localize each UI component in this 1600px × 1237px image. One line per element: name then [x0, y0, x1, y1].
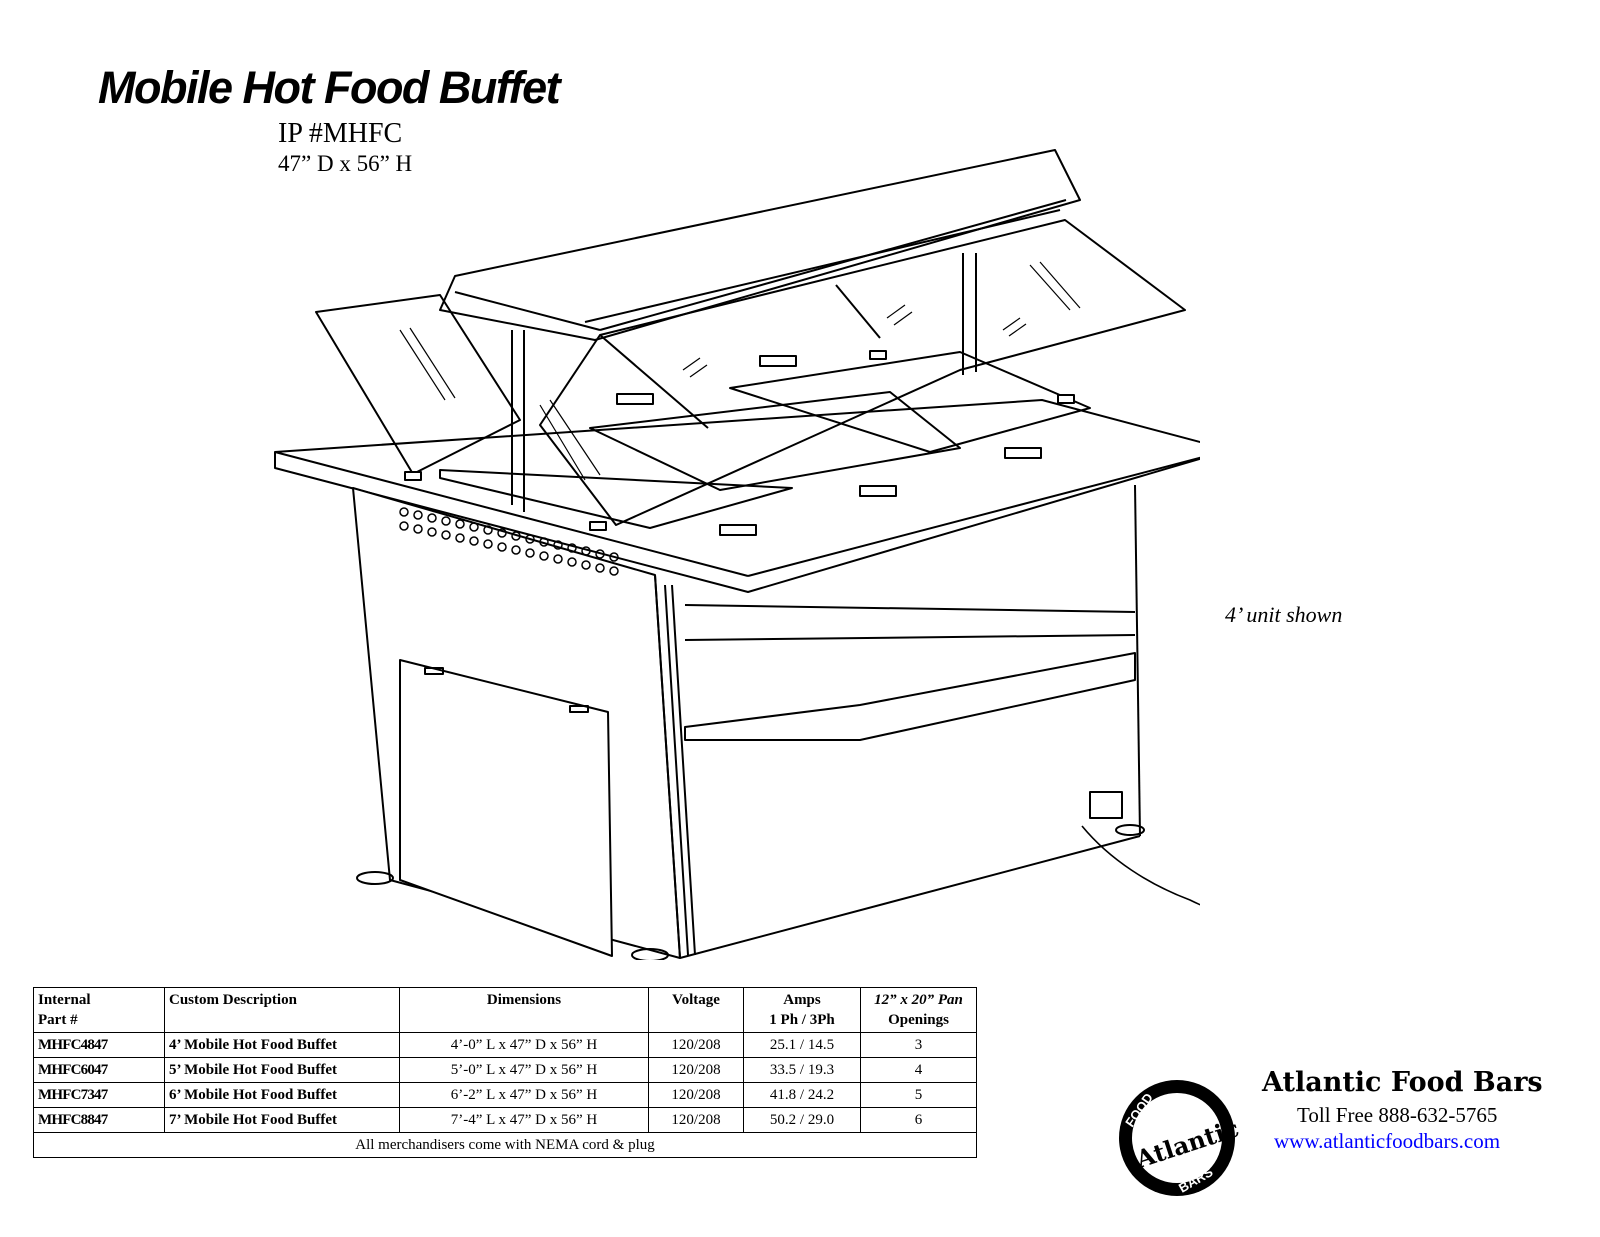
header-part-line1: Internal: [38, 992, 91, 1008]
voltage: 120/208: [648, 1032, 744, 1058]
part-label: IP #MHFC: [278, 118, 403, 149]
table-footer-note: All merchandisers come with NEMA cord & …: [33, 1132, 977, 1158]
header-openings-line1: 12” x 20” Pan: [874, 992, 963, 1008]
part-number: MHFC6047: [33, 1057, 165, 1083]
description: 5’ Mobile Hot Food Buffet: [164, 1057, 400, 1083]
header-part: Internal Part #: [33, 987, 165, 1033]
table-row: MHFC7347 6’ Mobile Hot Food Buffet 6’-2”…: [33, 1082, 977, 1108]
company-website-link[interactable]: www.atlanticfoodbars.com: [1274, 1129, 1501, 1153]
table-header-row: Internal Part # Custom Description Dimen…: [33, 987, 977, 1033]
openings: 3: [860, 1032, 977, 1058]
amps: 41.8 / 24.2: [743, 1082, 861, 1108]
spec-table: Internal Part # Custom Description Dimen…: [33, 987, 977, 1158]
openings: 5: [860, 1082, 977, 1108]
voltage: 120/208: [648, 1107, 744, 1133]
dimensions: 4’-0” L x 47” D x 56” H: [399, 1032, 649, 1058]
size-label: 47” D x 56” H: [278, 151, 413, 176]
openings: 6: [860, 1107, 977, 1133]
header-openings: 12” x 20” Pan Openings: [860, 987, 977, 1033]
table-row: MHFC8847 7’ Mobile Hot Food Buffet 7’-4”…: [33, 1107, 977, 1133]
atlantic-logo: FOOD BARS Atlantic: [1119, 1080, 1242, 1196]
dimensions: 7’-4” L x 47” D x 56” H: [399, 1107, 649, 1133]
table-row: MHFC6047 5’ Mobile Hot Food Buffet 5’-0”…: [33, 1057, 977, 1083]
company-name: Atlantic Food Bars: [1262, 1067, 1543, 1098]
dimensions: 6’-2” L x 47” D x 56” H: [399, 1082, 649, 1108]
page-title: Mobile Hot Food Buffet: [98, 62, 561, 113]
description: 7’ Mobile Hot Food Buffet: [164, 1107, 400, 1133]
dimensions: 5’-0” L x 47” D x 56” H: [399, 1057, 649, 1083]
buffet-illustration: [274, 149, 1200, 960]
header-voltage: Voltage: [648, 987, 744, 1033]
header-amps-line2: 1 Ph / 3Ph: [769, 1012, 835, 1028]
description: 4’ Mobile Hot Food Buffet: [164, 1032, 400, 1058]
table-footer-row: All merchandisers come with NEMA cord & …: [33, 1132, 977, 1158]
header-description: Custom Description: [164, 987, 400, 1033]
company-phone: Toll Free 888-632-5765: [1297, 1103, 1498, 1127]
voltage: 120/208: [648, 1082, 744, 1108]
part-number: MHFC8847: [33, 1107, 165, 1133]
description: 6’ Mobile Hot Food Buffet: [164, 1082, 400, 1108]
header-openings-line2: Openings: [888, 1012, 949, 1028]
openings: 4: [860, 1057, 977, 1083]
part-number: MHFC7347: [33, 1082, 165, 1108]
part-number: MHFC4847: [33, 1032, 165, 1058]
amps: 33.5 / 19.3: [743, 1057, 861, 1083]
voltage: 120/208: [648, 1057, 744, 1083]
unit-shown-note: 4’ unit shown: [1225, 602, 1343, 627]
table-row: MHFC4847 4’ Mobile Hot Food Buffet 4’-0”…: [33, 1032, 977, 1058]
header-dimensions: Dimensions: [399, 987, 649, 1033]
header-amps-line1: Amps: [783, 992, 821, 1008]
amps: 50.2 / 29.0: [743, 1107, 861, 1133]
header-part-line2: Part #: [38, 1012, 78, 1028]
amps: 25.1 / 14.5: [743, 1032, 861, 1058]
header-amps: Amps 1 Ph / 3Ph: [743, 987, 861, 1033]
